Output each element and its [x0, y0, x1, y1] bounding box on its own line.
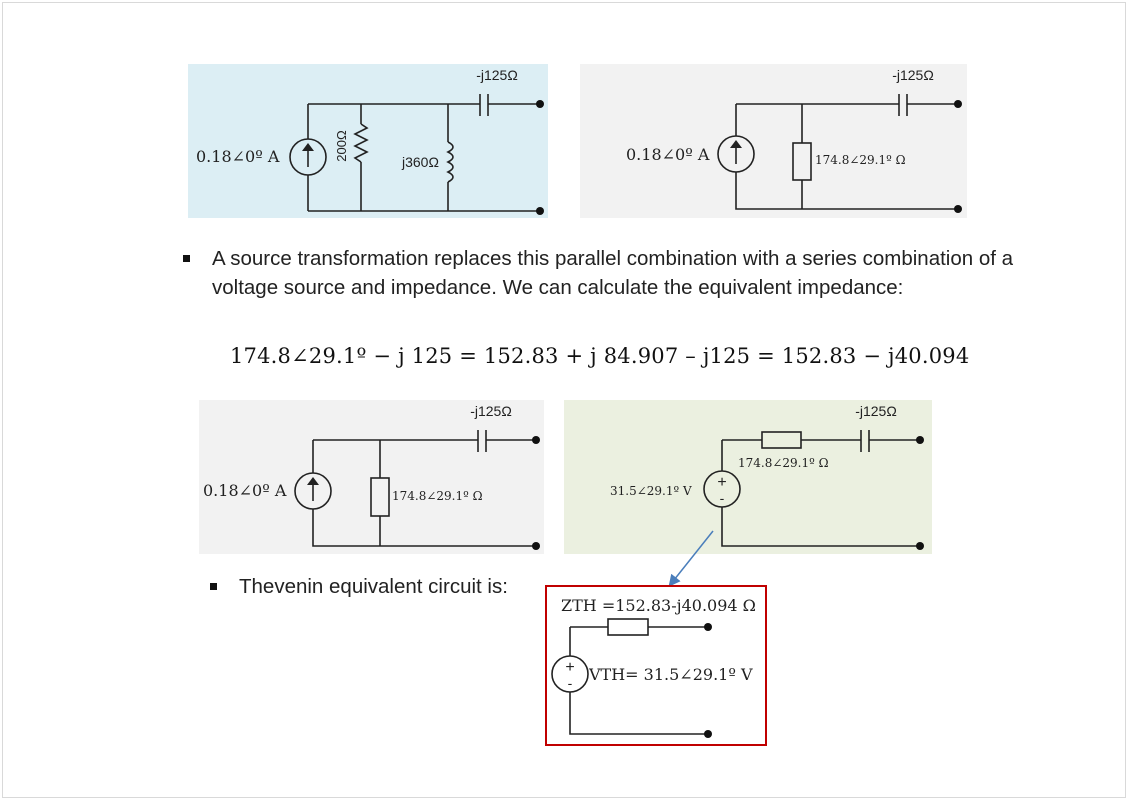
current-source-label: 0.18∠0º A — [196, 147, 280, 166]
current-source-label: 0.18∠0º A — [203, 481, 287, 500]
thevenin-circuit: + - ZTH =152.83-j40.094 Ω VTH= 31.5∠29.1… — [545, 585, 767, 746]
impedance-equation: 174.8∠29.1º − j 125 = 152.83 + j 84.907 … — [230, 344, 970, 368]
panel-blue — [188, 64, 548, 218]
bullet-marker — [183, 255, 190, 262]
thevenin-impedance-label: ZTH =152.83-j40.094 Ω — [561, 596, 756, 615]
thevenin-voltage-label: VTH= 31.5∠29.1º V — [588, 665, 753, 684]
circuit-thevenin-series: + - -j125Ω 174.8∠29.1º Ω 31.5∠29.1º V — [564, 400, 932, 554]
pointer-arrow — [668, 530, 714, 587]
circuit-original: -j125Ω 0.18∠0º A 200Ω j360Ω — [188, 64, 548, 218]
impedance-label: 174.8∠29.1º Ω — [815, 153, 906, 167]
impedance-label: 174.8∠29.1º Ω — [738, 456, 829, 470]
bullet-marker — [210, 583, 217, 590]
bullet-text-thevenin: Thevenin equivalent circuit is: — [239, 575, 508, 598]
minus-sign: - — [720, 490, 725, 506]
thevenin-border — [545, 585, 767, 746]
circuit-norton-impedance: -j125Ω 0.18∠0º A 174.8∠29.1º Ω — [580, 64, 967, 218]
capacitor-label: -j125Ω — [892, 67, 934, 83]
panel-gray — [580, 64, 967, 218]
resistor-label: 200Ω — [334, 130, 349, 162]
plus-sign: + — [565, 659, 574, 676]
voltage-source-label: 31.5∠29.1º V — [610, 484, 692, 498]
capacitor-label: -j125Ω — [470, 403, 512, 419]
panel-gray — [199, 400, 544, 554]
capacitor-label: -j125Ω — [855, 403, 897, 419]
panel-green — [564, 400, 932, 554]
circuit-norton-copy: -j125Ω 0.18∠0º A 174.8∠29.1º Ω — [199, 400, 544, 554]
capacitor-label: -j125Ω — [476, 67, 518, 83]
bullet-text-source-transformation: A source transformation replaces this pa… — [212, 247, 1014, 299]
impedance-label: 174.8∠29.1º Ω — [392, 489, 483, 503]
current-source-label: 0.18∠0º A — [626, 145, 710, 164]
minus-sign: - — [568, 675, 573, 691]
plus-sign: + — [717, 474, 726, 491]
inductor-label: j360Ω — [401, 154, 439, 170]
